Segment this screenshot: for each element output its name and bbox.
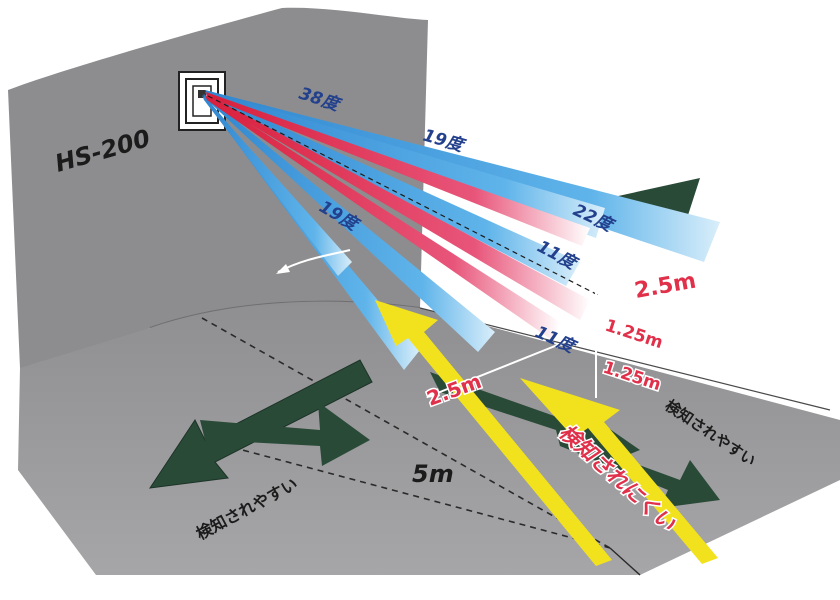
yellow-arrows bbox=[375, 300, 718, 566]
measure-lines bbox=[276, 249, 597, 398]
green-arrow-left bbox=[148, 359, 373, 489]
floor bbox=[18, 301, 840, 576]
range-label: 5m bbox=[412, 460, 454, 488]
height-upper-label: 1.25m bbox=[602, 316, 665, 353]
height-total-label: 2.5m bbox=[633, 269, 698, 304]
red-beams bbox=[205, 92, 601, 340]
